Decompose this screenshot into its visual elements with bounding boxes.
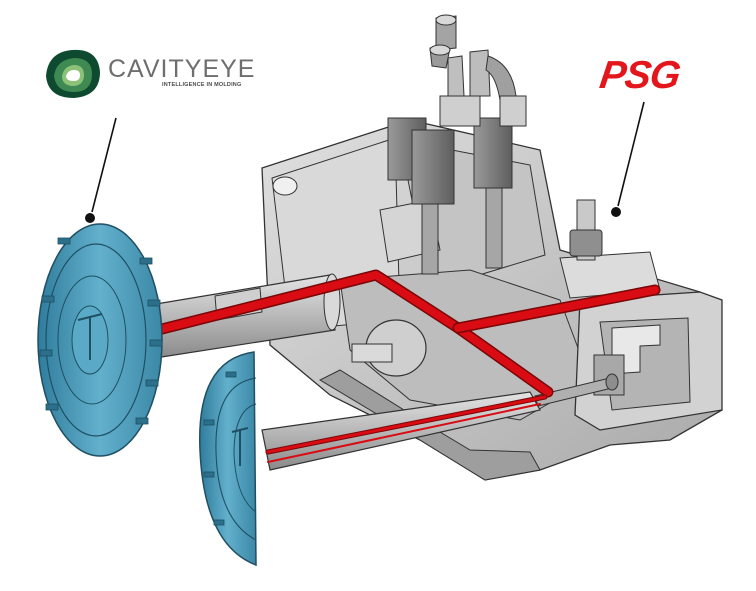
cavityeye-wordmark: CAVITYEYE xyxy=(108,55,256,83)
sensor-disc-large xyxy=(37,213,163,457)
callout-lines xyxy=(91,101,645,217)
cavityeye-tagline: INTELLIGENCE IN MOLDING xyxy=(162,82,242,88)
clamp-block xyxy=(559,199,723,431)
melt-channels xyxy=(152,269,661,463)
sensor-disc-small xyxy=(199,351,257,567)
cavityeye-logo: CAVITYEYE INTELLIGENCE IN MOLDING xyxy=(108,56,258,88)
psg-logo: PSG xyxy=(597,54,683,97)
valve-assembly xyxy=(387,14,527,275)
cavityeye-logo-icon xyxy=(46,49,100,98)
